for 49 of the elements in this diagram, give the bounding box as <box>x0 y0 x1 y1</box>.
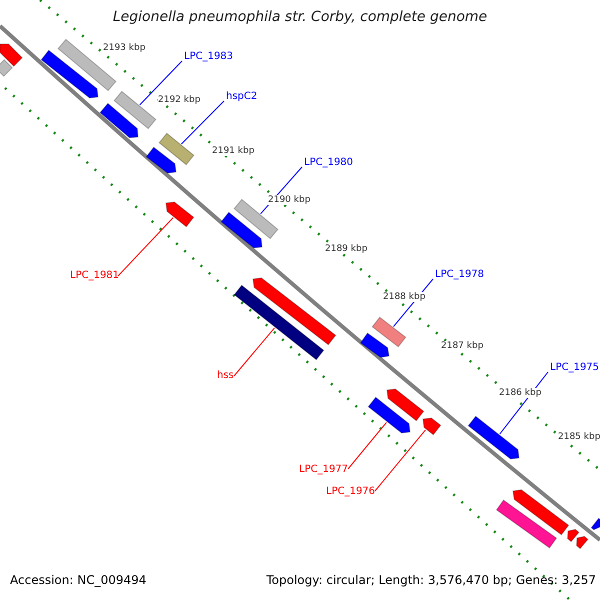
gene-bar <box>576 536 589 550</box>
scale-label: 2187 kbp <box>441 341 484 352</box>
leader-line <box>180 100 224 144</box>
gene-bar <box>590 518 600 530</box>
gene-bar <box>234 284 324 360</box>
gene-bar <box>0 59 13 77</box>
scale-label: 2188 kbp <box>383 292 426 302</box>
gene-label: LPC_1975 <box>550 362 600 374</box>
gene-bar <box>567 528 580 542</box>
leader-line <box>348 422 387 470</box>
gene-bar <box>496 499 558 549</box>
gene-bar <box>386 388 424 422</box>
gene-label: LPC_1976 <box>326 486 376 498</box>
gene-bar <box>372 316 406 348</box>
gene-bar <box>220 212 263 248</box>
gene-bar <box>114 90 156 130</box>
scale-label: 2185 kbp <box>558 432 600 442</box>
gene-bar <box>422 417 442 436</box>
title: Legionella pneumophila str. Corby, complete genome <box>112 9 488 26</box>
gene-bar <box>158 132 194 166</box>
gene-bar <box>360 332 390 358</box>
gene-label: LPC_1981 <box>70 270 120 282</box>
scale-label: 2189 kbp <box>325 244 368 254</box>
gene-bar <box>512 489 570 536</box>
gene-bar <box>0 44 23 67</box>
footer-text: Accession: NC_009494 <box>10 574 146 588</box>
leader-line <box>234 327 275 376</box>
gene-bar <box>146 146 177 174</box>
gene-label: hspC2 <box>226 91 258 102</box>
leader-line <box>139 60 182 106</box>
gene-label: hss <box>217 370 234 382</box>
gene-label: LPC_1983 <box>184 51 234 62</box>
gene-bar <box>468 416 520 460</box>
gene-bar <box>252 277 336 346</box>
footer-text: Topology: circular; Length: 3,576,470 bp; Genes: 3,257 <box>266 574 596 588</box>
gene-label: LPC_1978 <box>435 269 484 280</box>
scale-label: 2193 kbp <box>103 43 146 54</box>
gene-bar <box>40 50 99 99</box>
scale-label: 2186 kbp <box>499 388 542 398</box>
scale-label: 2191 kbp <box>212 146 254 156</box>
gene-bar <box>165 201 194 228</box>
gene-bar <box>368 396 411 434</box>
scale-label: 2190 kbp <box>268 195 310 206</box>
gene-bar <box>99 102 139 138</box>
gene-label: LPC_1977 <box>299 464 348 476</box>
gene-label: LPC_1980 <box>304 157 354 168</box>
leader-line <box>118 217 174 276</box>
scale-label: 2192 kbp <box>158 95 200 106</box>
leader-line <box>374 429 426 492</box>
